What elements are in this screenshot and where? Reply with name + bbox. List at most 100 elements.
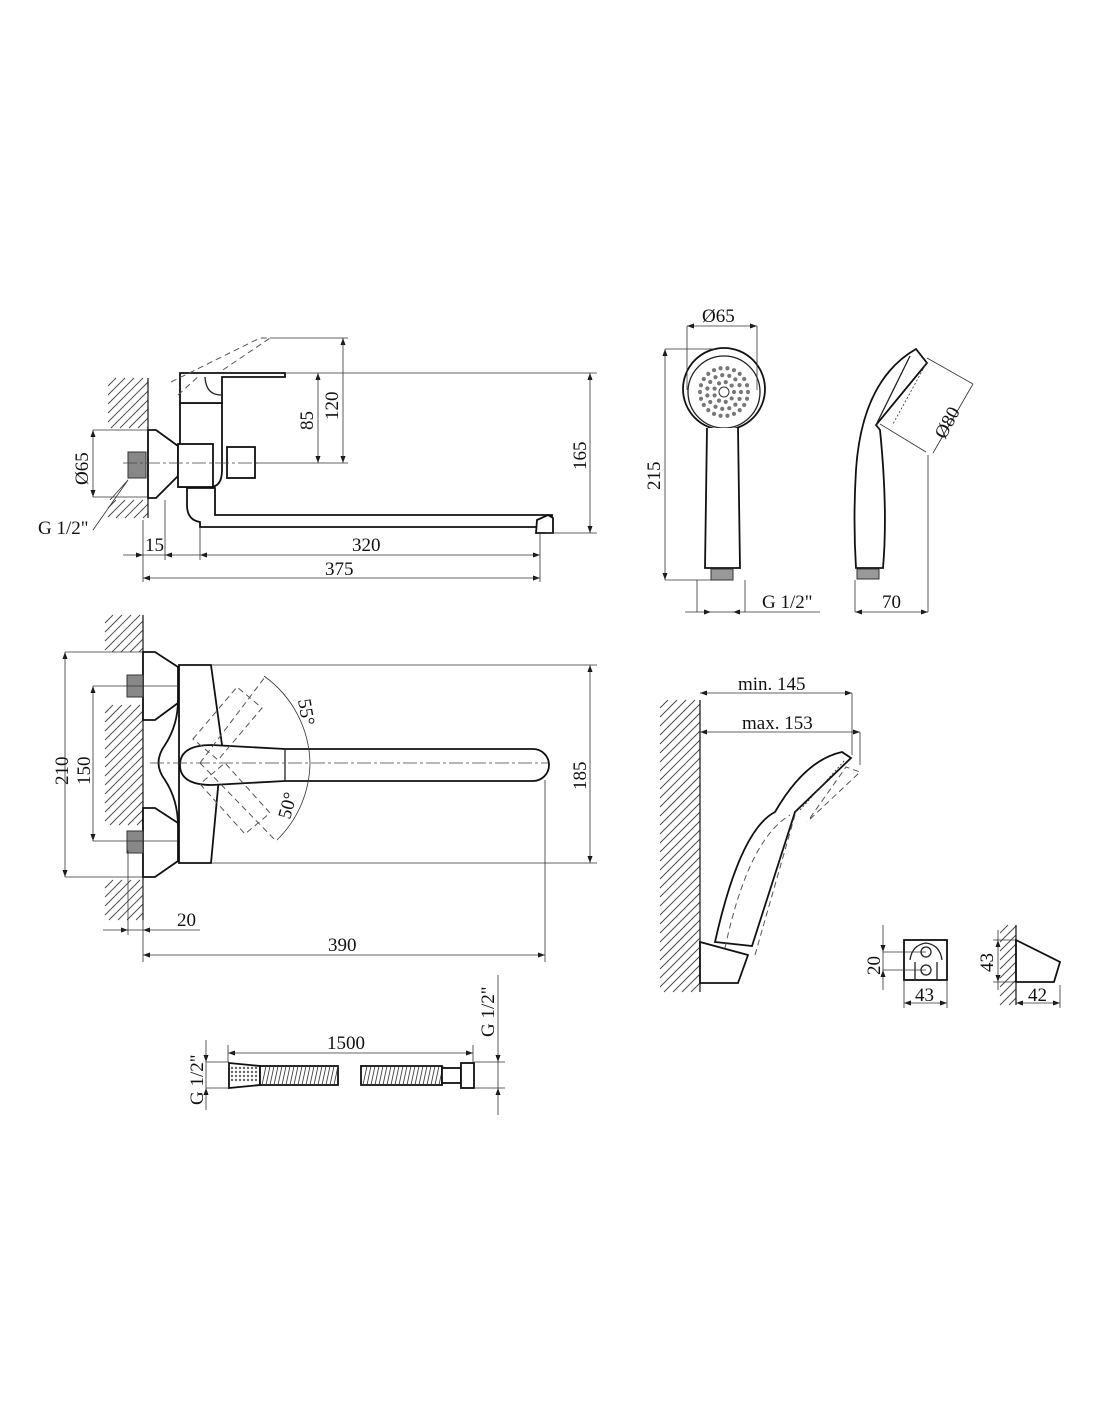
hatch-line: [110, 390, 149, 429]
hatch-line: [999, 970, 1017, 988]
hatch-line: [659, 712, 701, 754]
dim-390: 390: [328, 935, 357, 956]
thread-label: G 1/2": [38, 518, 89, 539]
dim-320: 320: [352, 535, 381, 556]
dim-43-height: 43: [977, 953, 998, 972]
hatch-line: [115, 499, 135, 519]
wall-flange: [147, 429, 179, 499]
hatch-line: [107, 377, 144, 414]
winding-line: [333, 1065, 339, 1086]
hatch-line: [659, 829, 701, 871]
hose-winding: [261, 1065, 444, 1086]
nozzle: [744, 383, 750, 388]
nozzle: [737, 382, 742, 388]
nozzle: [737, 396, 742, 402]
winding-line: [418, 1065, 424, 1086]
winding-line: [261, 1065, 267, 1086]
hatch-line: [999, 961, 1017, 979]
cone-dot: [234, 1074, 238, 1078]
hatch-line: [659, 811, 701, 853]
hatch-line: [659, 766, 701, 808]
winding-line: [394, 1065, 400, 1086]
winding-line: [386, 1065, 392, 1086]
winding-line: [434, 1065, 440, 1086]
hatch-line: [107, 377, 117, 387]
hatch-line: [659, 946, 701, 988]
hatch-line: [104, 728, 144, 768]
mixer-side-view: 85 120 165 Ø65 G 1/2" 15 320 375: [38, 337, 597, 582]
nozzle: [723, 380, 728, 385]
winding-line: [301, 1065, 307, 1086]
nozzle: [706, 408, 711, 413]
hand-shower-views: Ø65 215 G 1/2" Ø80 70: [644, 306, 974, 613]
nozzle: [712, 393, 717, 398]
dim-165: 165: [570, 442, 591, 471]
winding-line: [362, 1065, 368, 1086]
dim-max-153: max. 153: [742, 713, 813, 734]
dim-diameter-65: Ø65: [702, 306, 735, 327]
cone-dot: [242, 1074, 246, 1078]
winding-line: [309, 1065, 315, 1086]
hatch-line: [104, 710, 144, 750]
hatch-line: [659, 784, 701, 826]
cone-dot: [234, 1066, 238, 1070]
nozzle: [697, 389, 703, 395]
nozzles-row: [799, 759, 846, 811]
hatch-line: [104, 879, 141, 916]
shower-side-profile: [853, 347, 929, 569]
dim-210: 210: [52, 757, 73, 786]
nozzle: [708, 399, 713, 405]
hatch-line: [659, 847, 701, 889]
winding-line: [269, 1065, 275, 1086]
nozzle: [737, 371, 742, 376]
nozzle: [745, 389, 751, 395]
hatch-line: [117, 894, 144, 921]
hatch-line: [104, 764, 144, 804]
hatch-line: [124, 499, 144, 519]
cone-dot: [246, 1066, 250, 1070]
head-face: [875, 355, 911, 426]
dim-85: 85: [297, 411, 318, 430]
winding-line: [410, 1065, 416, 1086]
hatch-line: [119, 399, 149, 429]
cone-dot: [250, 1078, 254, 1082]
cone-dot: [238, 1074, 242, 1078]
winding-line: [317, 1065, 323, 1086]
winding-line: [422, 1065, 428, 1086]
hatch-line: [127, 809, 144, 826]
hatch-line: [672, 964, 701, 993]
winding-line: [414, 1065, 420, 1086]
cone-dot: [238, 1070, 242, 1074]
hatch-line: [659, 699, 696, 736]
dimension-lines: [64, 652, 591, 956]
nozzle: [708, 379, 713, 385]
hose-nut: [460, 1062, 475, 1089]
dim-375: 375: [325, 559, 354, 580]
nozzle: [727, 406, 732, 411]
dim-1500: 1500: [327, 1033, 365, 1054]
nozzle: [725, 366, 730, 371]
dim-diameter-80: Ø80: [931, 404, 965, 443]
nozzle: [698, 396, 704, 401]
nozzle: [718, 366, 723, 371]
cone-dot: [234, 1070, 238, 1074]
hatch-line: [659, 856, 701, 898]
nozzle: [705, 393, 710, 398]
nozzle: [731, 389, 737, 395]
hatch-line: [126, 903, 144, 921]
dim-20: 20: [177, 910, 196, 931]
thread-connector: [127, 451, 147, 479]
aerator: [535, 513, 554, 534]
hatch-line: [659, 757, 701, 799]
winding-line: [406, 1065, 412, 1086]
dim-diameter-65: Ø65: [72, 452, 93, 485]
holder-dimension-lines: [700, 692, 861, 765]
side-thread: [856, 568, 880, 580]
thread-right: G 1/2": [478, 986, 499, 1037]
nozzle: [733, 402, 738, 407]
winding-line: [305, 1065, 311, 1086]
nozzle: [720, 406, 725, 412]
hatch-line: [104, 614, 141, 651]
shower-in-holder-view: min. 145 max. 153 20 43 43 42: [699, 674, 1062, 1008]
nozzle: [729, 383, 734, 388]
